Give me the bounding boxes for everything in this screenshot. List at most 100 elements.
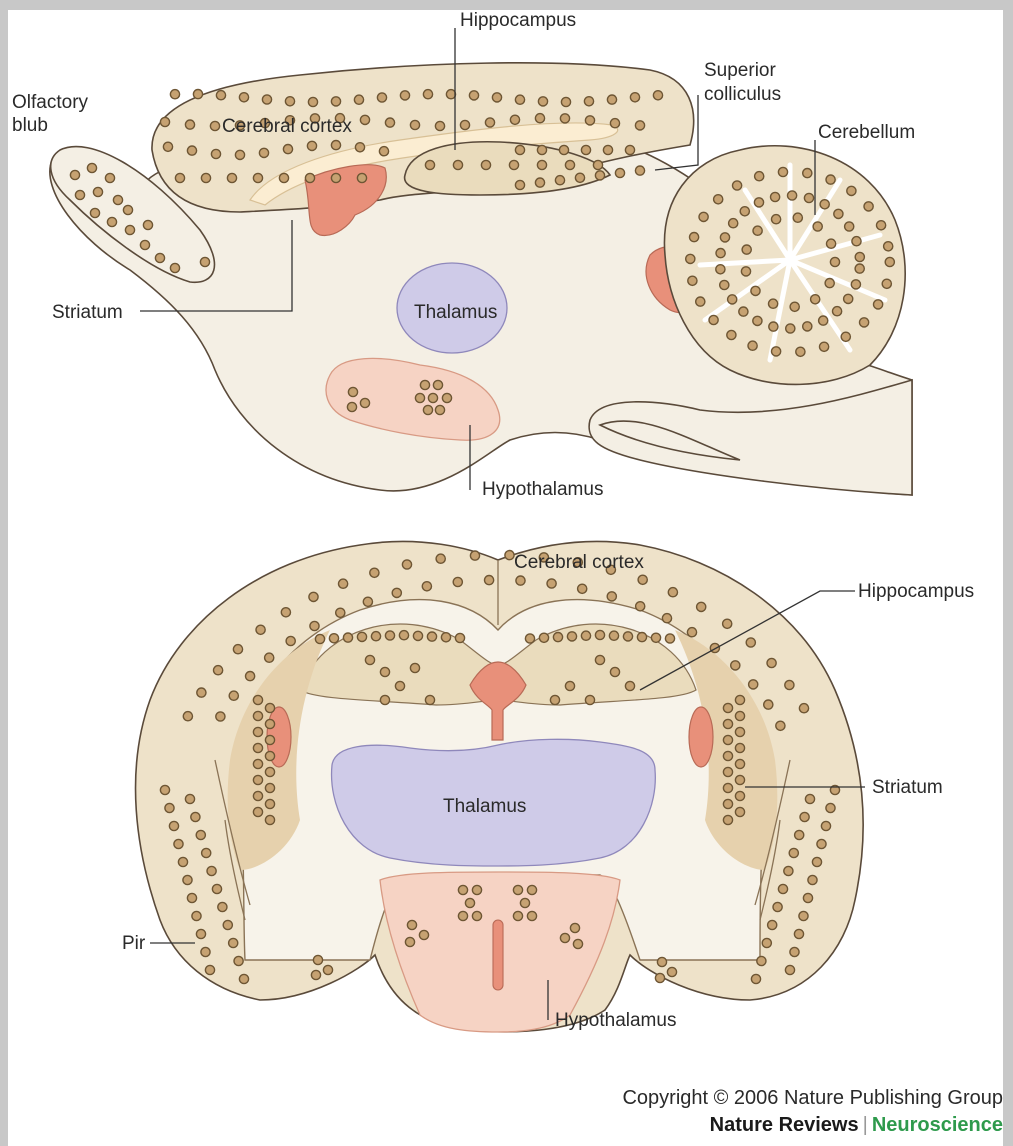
cell-dot: [510, 115, 519, 124]
cell-dot: [607, 592, 616, 601]
cell-dot: [688, 276, 697, 285]
cell-dot: [537, 160, 546, 169]
cell-dot: [789, 848, 798, 857]
cell-dot: [804, 193, 813, 202]
cell-dot: [826, 803, 835, 812]
cell-dot: [399, 631, 408, 640]
cell-dot: [453, 160, 462, 169]
cell-dot: [609, 631, 618, 640]
cell-dot: [610, 119, 619, 128]
cell-dot: [595, 655, 604, 664]
cell-dot: [625, 145, 634, 154]
cell-dot: [265, 719, 274, 728]
cell-dot: [360, 398, 369, 407]
cell-dot: [748, 341, 757, 350]
cell-dot: [852, 237, 861, 246]
cell-dot: [729, 219, 738, 228]
cell-dot: [336, 608, 345, 617]
cell-dot: [413, 631, 422, 640]
cell-dot: [623, 632, 632, 641]
cell-dot: [343, 633, 352, 642]
cell-dot: [723, 619, 732, 628]
cell-dot: [690, 233, 699, 242]
cell-dot: [492, 93, 501, 102]
cell-dot: [239, 974, 248, 983]
cell-dot: [309, 592, 318, 601]
cell-dot: [140, 240, 149, 249]
cell-dot: [515, 95, 524, 104]
cell-dot: [331, 173, 340, 182]
cell-dot: [170, 90, 179, 99]
cell-dot: [764, 700, 773, 709]
cell-dot: [307, 141, 316, 150]
cell-dot: [516, 576, 525, 585]
cell-dot: [265, 783, 274, 792]
cell-dot: [265, 751, 274, 760]
cell-dot: [211, 149, 220, 158]
cell-dot: [235, 150, 244, 159]
cell-dot: [833, 307, 842, 316]
cell-dot: [465, 898, 474, 907]
label-coronal-striatum: Striatum: [872, 777, 943, 798]
cell-dot: [830, 257, 839, 266]
cell-dot: [285, 97, 294, 106]
cell-dot: [259, 148, 268, 157]
cell-dot: [253, 759, 262, 768]
cell-dot: [535, 114, 544, 123]
cell-dot: [753, 316, 762, 325]
cell-dot: [527, 911, 536, 920]
cell-dot: [855, 252, 864, 261]
cell-dot: [455, 633, 464, 642]
cell-dot: [178, 857, 187, 866]
label-sagittal-striatum: Striatum: [52, 302, 123, 323]
cell-dot: [392, 588, 401, 597]
cell-dot: [371, 632, 380, 641]
cell-dot: [607, 95, 616, 104]
cell-dot: [573, 939, 582, 948]
cell-dot: [885, 257, 894, 266]
cell-dot: [638, 575, 647, 584]
cell-dot: [735, 791, 744, 800]
cell-dot: [728, 295, 737, 304]
cell-dot: [778, 884, 787, 893]
cell-dot: [686, 254, 695, 263]
cell-dot: [160, 117, 169, 126]
cell-dot: [183, 875, 192, 884]
cell-dot: [265, 735, 274, 744]
cell-dot: [535, 178, 544, 187]
cell-dot: [365, 655, 374, 664]
cell-dot: [279, 173, 288, 182]
cell-dot: [441, 633, 450, 642]
label-olfactory-line2: blub: [12, 115, 48, 136]
cell-dot: [709, 315, 718, 324]
cell-dot: [196, 929, 205, 938]
cell-dot: [776, 721, 785, 730]
cell-dot: [615, 168, 624, 177]
cell-dot: [851, 280, 860, 289]
cell-dot: [668, 588, 677, 597]
cell-dot: [201, 947, 210, 956]
cell-dot: [214, 666, 223, 675]
cell-dot: [420, 380, 429, 389]
cell-dot: [481, 160, 490, 169]
label-superior-line1: Superior: [704, 60, 776, 81]
cell-dot: [593, 160, 602, 169]
cell-dot: [234, 956, 243, 965]
cell-dot: [87, 163, 96, 172]
cell-dot: [603, 145, 612, 154]
cell-dot: [357, 632, 366, 641]
cell-dot: [192, 911, 201, 920]
label-olfactory-line1: Olfactory: [12, 92, 89, 113]
cell-dot: [246, 672, 255, 681]
cell-dot: [720, 280, 729, 289]
cell-dot: [355, 143, 364, 152]
cell-dot: [348, 387, 357, 396]
cell-dot: [442, 393, 451, 402]
cell-dot: [819, 316, 828, 325]
cell-dot: [696, 297, 705, 306]
journal-separator: |: [863, 1114, 868, 1136]
cell-dot: [808, 875, 817, 884]
cell-dot: [223, 920, 232, 929]
cell-dot: [187, 893, 196, 902]
cell-dot: [723, 719, 732, 728]
